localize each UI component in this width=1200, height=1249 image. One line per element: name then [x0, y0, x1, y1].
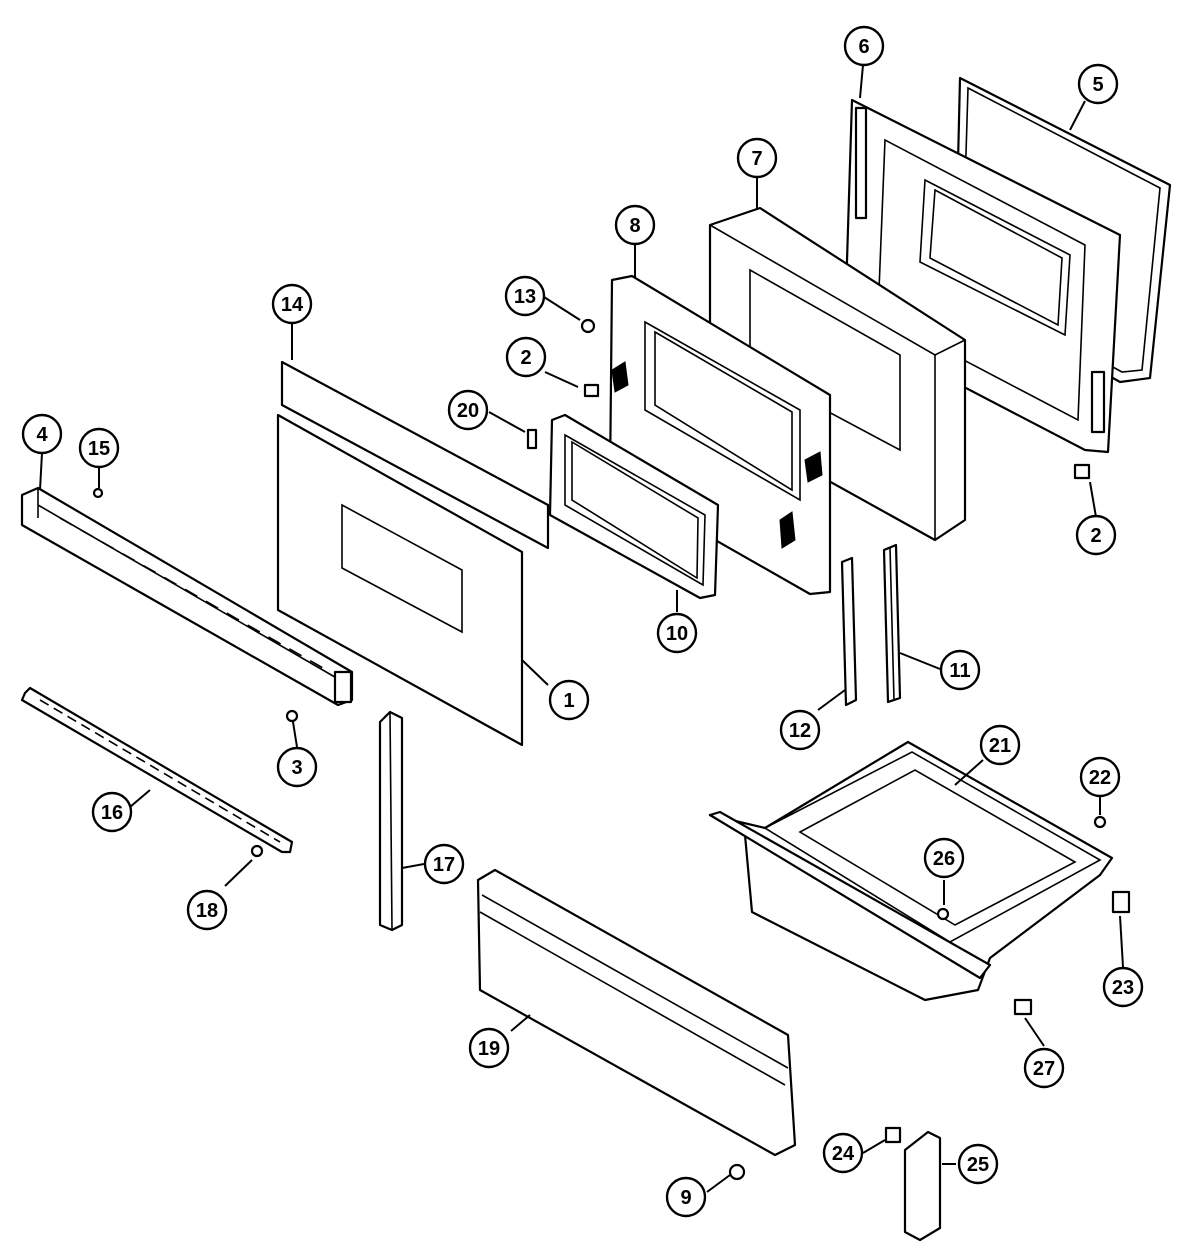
callout-5: 5 — [1077, 63, 1119, 105]
svg-text:16: 16 — [101, 802, 123, 824]
svg-text:6: 6 — [858, 36, 869, 58]
svg-text:14: 14 — [281, 294, 304, 316]
drawer-front-part — [476, 868, 797, 1157]
svg-text:15: 15 — [88, 438, 110, 460]
svg-text:8: 8 — [629, 215, 640, 237]
callout-26: 26 — [923, 837, 965, 879]
svg-text:2: 2 — [520, 347, 531, 369]
callout-3: 3 — [276, 746, 318, 788]
callout-20: 20 — [447, 389, 489, 431]
callout-15: 15 — [78, 427, 120, 469]
clip-2a-part — [583, 383, 600, 398]
clip-18-part — [250, 844, 264, 858]
svg-text:23: 23 — [1112, 977, 1134, 999]
svg-text:25: 25 — [967, 1154, 989, 1176]
callout-6: 6 — [843, 25, 885, 67]
callout-27: 27 — [1023, 1047, 1065, 1089]
side-channel-12-part — [840, 556, 858, 707]
clip-24-part — [884, 1126, 902, 1144]
screw-26-part — [936, 907, 950, 921]
svg-text:21: 21 — [989, 735, 1011, 757]
callout-25: 25 — [957, 1143, 999, 1185]
callout-8: 8 — [614, 204, 656, 246]
callout-17: 17 — [423, 843, 465, 885]
svg-text:18: 18 — [196, 900, 218, 922]
drawer-side-trim-part — [903, 1130, 942, 1242]
svg-text:3: 3 — [291, 757, 302, 779]
svg-text:9: 9 — [680, 1187, 691, 1209]
parts-layer — [20, 76, 1172, 1242]
vertical-seal-strip-part — [378, 710, 404, 932]
callout-10: 10 — [656, 612, 698, 654]
control-panel-part — [20, 486, 354, 707]
callout-2-lower: 2 — [1075, 514, 1117, 556]
svg-text:20: 20 — [457, 400, 479, 422]
screw-3-part — [285, 709, 299, 723]
callout-19: 19 — [468, 1027, 510, 1069]
svg-text:1: 1 — [563, 690, 574, 712]
callout-7: 7 — [736, 137, 778, 179]
callout-12: 12 — [779, 709, 821, 751]
svg-text:22: 22 — [1089, 767, 1111, 789]
svg-text:11: 11 — [949, 660, 970, 682]
svg-text:7: 7 — [751, 148, 762, 170]
plug-13-part — [580, 318, 596, 334]
leader-lines — [39, 64, 1124, 1193]
lower-trim-rail-part — [20, 686, 294, 854]
bracket-20-part — [526, 428, 538, 450]
callout-21: 21 — [979, 724, 1021, 766]
window-frame-part — [548, 413, 720, 600]
callout-9: 9 — [665, 1176, 707, 1218]
clip-2b-part — [1073, 463, 1091, 480]
clip-23-part — [1111, 890, 1131, 914]
callout-22: 22 — [1079, 756, 1121, 798]
svg-text:19: 19 — [478, 1038, 500, 1060]
callout-13: 13 — [504, 275, 546, 317]
callout-23: 23 — [1102, 966, 1144, 1008]
svg-text:4: 4 — [36, 424, 48, 446]
door-frame-panel-part — [608, 274, 832, 596]
outer-door-glass-part — [276, 413, 524, 747]
plug-9-part — [728, 1163, 746, 1181]
svg-text:26: 26 — [933, 848, 955, 870]
svg-text:12: 12 — [789, 720, 811, 742]
svg-text:2: 2 — [1090, 525, 1101, 547]
svg-text:17: 17 — [433, 854, 455, 876]
svg-text:13: 13 — [514, 286, 536, 308]
screw-22-part — [1093, 815, 1107, 829]
top-trim-strip-part — [280, 360, 550, 550]
callout-1: 1 — [548, 679, 590, 721]
callout-16: 16 — [91, 791, 133, 833]
svg-text:10: 10 — [666, 623, 688, 645]
clip-27-part — [1013, 998, 1033, 1016]
drawer-pan-part — [708, 740, 1114, 1002]
svg-text:27: 27 — [1033, 1058, 1055, 1080]
callout-4: 4 — [21, 413, 63, 455]
svg-text:24: 24 — [832, 1143, 855, 1165]
callout-18: 18 — [186, 889, 228, 931]
callout-14: 14 — [271, 283, 313, 325]
callout-24: 24 — [822, 1132, 864, 1174]
svg-text:5: 5 — [1092, 74, 1103, 96]
hardware-parts — [92, 318, 1131, 1181]
callout-2-upper: 2 — [505, 336, 547, 378]
callout-11: 11 — [939, 649, 981, 691]
callout-layer: 1 2 2 3 4 5 6 7 8 9 10 11 12 13 14 15 16… — [21, 25, 1144, 1218]
screw-15-part — [92, 487, 104, 499]
side-channel-11-part — [882, 543, 902, 704]
